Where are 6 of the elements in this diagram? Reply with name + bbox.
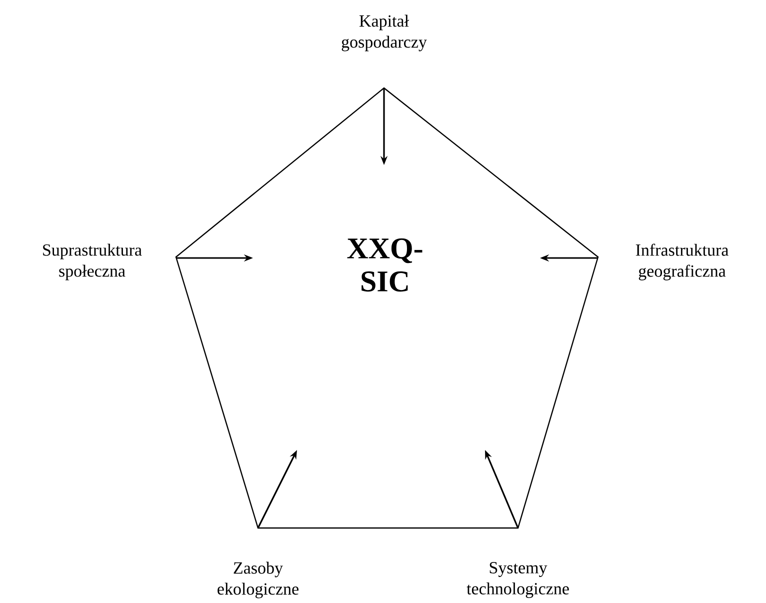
corner-label: Systemy technologiczne — [466, 562, 569, 598]
corner-label: Kapitał gospodarczy — [342, 14, 427, 52]
pentagon: XXQ-SIC — [175, 87, 599, 529]
corner-label: Suprastruktura społeczna — [43, 244, 142, 280]
corner-label: Zasoby ekologiczne — [218, 562, 298, 598]
corner-label: Infrastruktura geograficzna — [636, 244, 728, 280]
